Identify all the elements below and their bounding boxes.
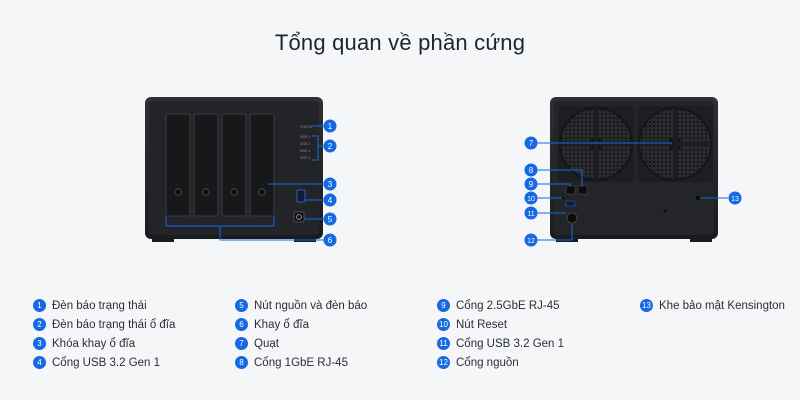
callout-badge: 11 bbox=[524, 206, 538, 220]
usb-port[interactable] bbox=[296, 189, 306, 203]
disk-led-label: DISK 4 bbox=[300, 156, 310, 160]
callout-badge: 13 bbox=[728, 191, 742, 205]
number-badge: 12 bbox=[437, 356, 450, 369]
fan-right bbox=[637, 106, 713, 182]
fan-left bbox=[558, 106, 634, 182]
legend-column-3: 9 Cổng 2.5GbE RJ-45 10 Nút Reset 11 Cổng US… bbox=[437, 296, 564, 372]
number-badge: 13 bbox=[640, 299, 653, 312]
legend-item: 10 Nút Reset bbox=[437, 315, 564, 334]
callout-badge: 10 bbox=[524, 191, 538, 205]
svg-text:3: 3 bbox=[328, 180, 333, 189]
callout-badge: 3 bbox=[323, 177, 337, 191]
legend-label: Cổng 2.5GbE RJ-45 bbox=[456, 299, 560, 312]
legend-item: 7 Quạt bbox=[235, 334, 367, 353]
legend-label: Cổng USB 3.2 Gen 1 bbox=[456, 337, 565, 350]
legend-label: Khóa khay ổ đĩa bbox=[52, 337, 136, 350]
svg-text:6: 6 bbox=[328, 236, 333, 245]
nas-front-view: STATUS DISK 1 DISK 2 DISK 3 DISK 4 bbox=[145, 97, 323, 242]
status-led-panel: STATUS DISK 1 DISK 2 DISK 3 DISK 4 bbox=[300, 125, 312, 160]
svg-text:9: 9 bbox=[529, 180, 534, 189]
legend-item: 2 Đèn báo trạng thái ổ đĩa bbox=[33, 315, 175, 334]
legend-item: 6 Khay ổ đĩa bbox=[235, 315, 367, 334]
legend-item: 11 Cổng USB 3.2 Gen 1 bbox=[437, 334, 564, 353]
status-led-label: STATUS bbox=[300, 125, 312, 129]
callout-badge: 9 bbox=[524, 177, 538, 191]
front-callouts: 1 2 3 4 5 6 bbox=[323, 119, 337, 247]
svg-text:5: 5 bbox=[328, 215, 333, 224]
legend-label: Nút Reset bbox=[456, 318, 508, 331]
svg-text:11: 11 bbox=[527, 211, 534, 218]
svg-text:1: 1 bbox=[328, 122, 333, 131]
legend-label: Đèn báo trạng thái bbox=[52, 299, 147, 312]
legend-item: 9 Cổng 2.5GbE RJ-45 bbox=[437, 296, 564, 315]
svg-text:2: 2 bbox=[328, 142, 333, 151]
legend-item: 12 Cổng nguồn bbox=[437, 353, 564, 372]
front-callout-lines bbox=[165, 125, 324, 241]
legend-label: Nút nguồn và đèn báo bbox=[254, 299, 368, 312]
hardware-diagram: STATUS DISK 1 DISK 2 DISK 3 DISK 4 1 2 3… bbox=[145, 97, 742, 247]
nas-rear-view bbox=[550, 97, 718, 242]
number-badge: 5 bbox=[235, 299, 248, 312]
legend-label: Cổng 1GbE RJ-45 bbox=[254, 356, 348, 369]
reset-button[interactable] bbox=[561, 196, 565, 200]
legend-item: 4 Cổng USB 3.2 Gen 1 bbox=[33, 353, 175, 372]
svg-text:13: 13 bbox=[731, 196, 739, 203]
callout-badge: 5 bbox=[323, 212, 337, 226]
legend-label: Cổng USB 3.2 Gen 1 bbox=[52, 356, 161, 369]
number-badge: 8 bbox=[235, 356, 248, 369]
legend-label: Khe bảo mật Kensington bbox=[659, 299, 785, 312]
legend-label: Quạt bbox=[254, 337, 279, 350]
number-badge: 6 bbox=[235, 318, 248, 331]
svg-text:4: 4 bbox=[328, 196, 333, 205]
legend-column-1: 1 Đèn báo trạng thái 2 Đèn báo trạng thái … bbox=[33, 296, 175, 372]
ethernet-port-1gbe[interactable] bbox=[565, 185, 576, 195]
svg-text:7: 7 bbox=[529, 139, 534, 148]
drive-tray[interactable] bbox=[165, 113, 191, 217]
ethernet-port-2-5gbe[interactable] bbox=[577, 185, 588, 195]
number-badge: 9 bbox=[437, 299, 450, 312]
number-badge: 4 bbox=[33, 356, 46, 369]
number-badge: 3 bbox=[33, 337, 46, 350]
legend-item: 1 Đèn báo trạng thái bbox=[33, 296, 175, 315]
number-badge: 10 bbox=[437, 318, 450, 331]
callout-badge: 6 bbox=[323, 233, 337, 247]
callout-badge: 8 bbox=[524, 163, 538, 177]
callout-badge: 4 bbox=[323, 193, 337, 207]
power-button[interactable] bbox=[293, 211, 305, 223]
drive-tray[interactable] bbox=[193, 113, 219, 217]
svg-text:8: 8 bbox=[529, 166, 534, 175]
number-badge: 2 bbox=[33, 318, 46, 331]
disk-led-label: DISK 2 bbox=[300, 142, 310, 146]
legend-column-4: 13 Khe bảo mật Kensington bbox=[640, 296, 785, 315]
callout-badge: 12 bbox=[524, 233, 538, 247]
rear-callouts: 7 8 9 10 11 12 13 bbox=[524, 136, 742, 247]
power-port[interactable] bbox=[566, 212, 578, 224]
svg-text:10: 10 bbox=[527, 196, 535, 203]
drive-tray[interactable] bbox=[221, 113, 247, 217]
legend-label: Đèn báo trạng thái ổ đĩa bbox=[52, 318, 176, 331]
svg-text:12: 12 bbox=[527, 238, 535, 245]
callout-badge: 7 bbox=[524, 136, 538, 150]
legend-item: 5 Nút nguồn và đèn báo bbox=[235, 296, 367, 315]
legend-item: 8 Cổng 1GbE RJ-45 bbox=[235, 353, 367, 372]
legend-item: 3 Khóa khay ổ đĩa bbox=[33, 334, 175, 353]
number-badge: 11 bbox=[437, 337, 450, 350]
kensington-slot[interactable] bbox=[696, 196, 700, 200]
callout-badge: 2 bbox=[323, 139, 337, 153]
usb-port-rear[interactable] bbox=[565, 200, 576, 207]
legend-label: Cổng nguồn bbox=[456, 356, 519, 369]
callout-badge: 1 bbox=[323, 119, 337, 133]
number-badge: 7 bbox=[235, 337, 248, 350]
legend-label: Khay ổ đĩa bbox=[254, 318, 309, 331]
number-badge: 1 bbox=[33, 299, 46, 312]
disk-led-label: DISK 3 bbox=[300, 149, 310, 153]
page-title: Tổng quan về phần cứng bbox=[274, 30, 526, 55]
disk-led-label: DISK 1 bbox=[300, 135, 310, 139]
rear-callout-lines bbox=[537, 142, 728, 241]
drive-tray[interactable] bbox=[249, 113, 275, 217]
legend-item: 13 Khe bảo mật Kensington bbox=[640, 296, 785, 315]
